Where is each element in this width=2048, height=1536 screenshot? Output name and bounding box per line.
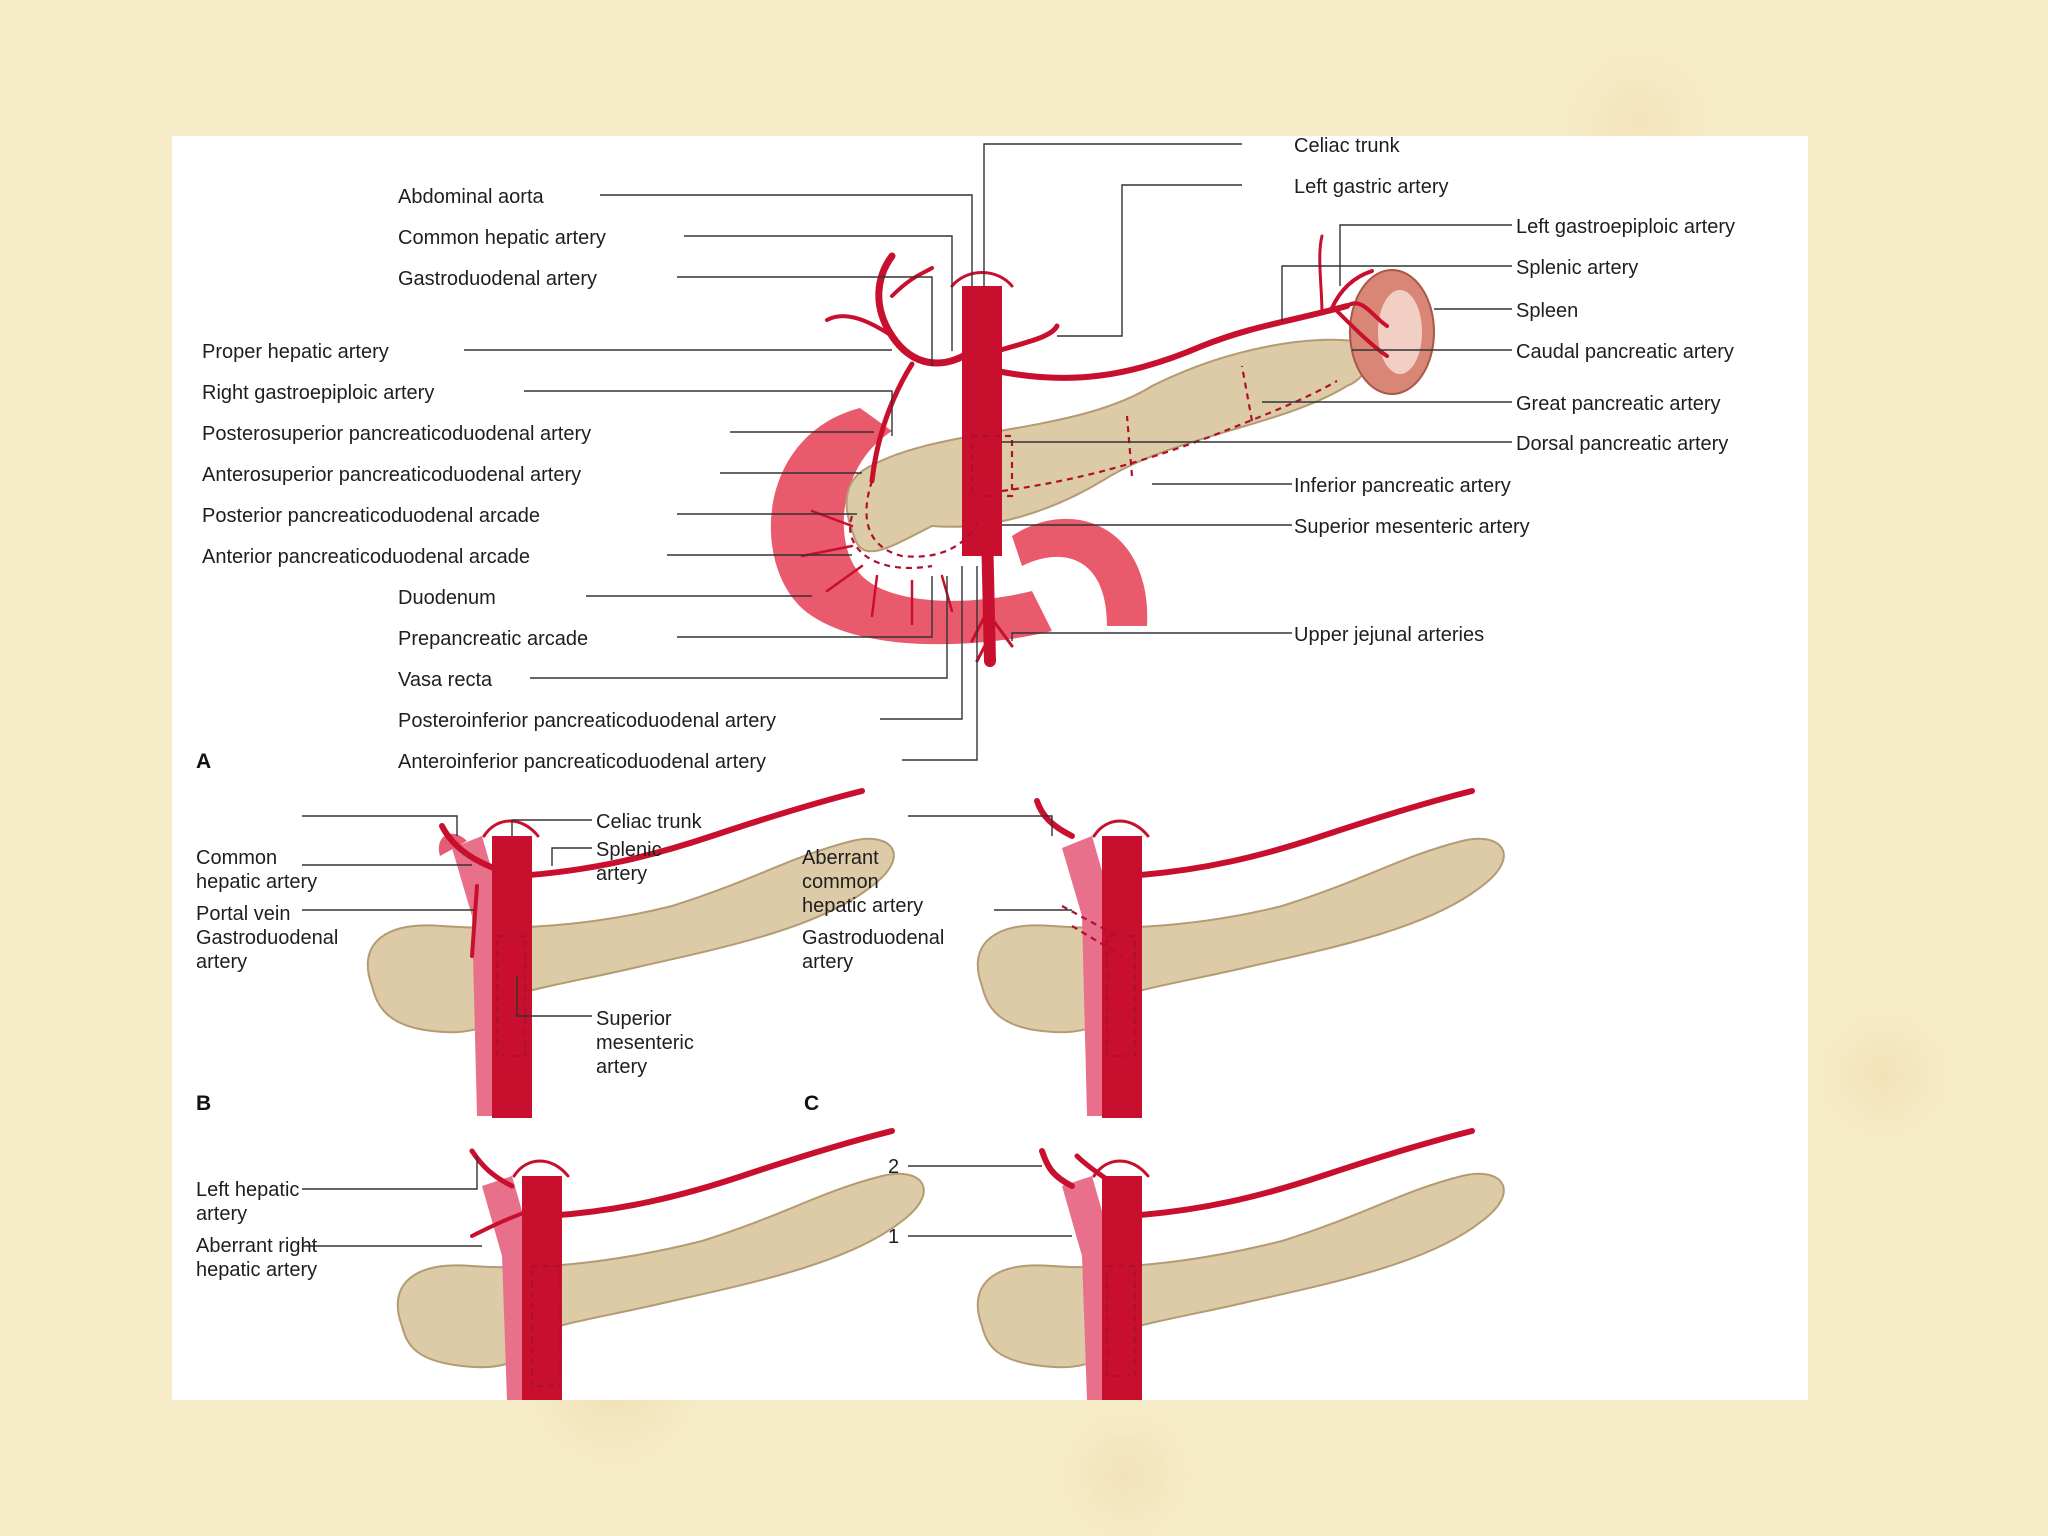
panel-d-leaders [302, 1156, 482, 1247]
label-left-gastric-artery: Left gastric artery [1294, 176, 1449, 198]
label-b-gastroduodenal-2: artery [196, 951, 247, 973]
left-gastric-vessel [994, 323, 1060, 354]
panel-label-b: B [196, 1092, 211, 1115]
panel-d-drawing [396, 1128, 925, 1400]
label-caudal-pancreatic-artery: Caudal pancreatic artery [1516, 341, 1734, 363]
panel-c-labels: Aberrant common hepatic artery Gastroduo… [802, 847, 944, 973]
label-splenic-artery: Splenic artery [1516, 257, 1638, 279]
panel-b-drawing [366, 788, 895, 1118]
label-b-celiac-trunk: Celiac trunk [596, 811, 703, 833]
label-prepancreatic-arcade: Prepancreatic arcade [398, 628, 588, 650]
gastroduodenal-vessel [869, 361, 915, 484]
label-c-aberrant-2: common [802, 871, 879, 893]
anatomy-figure: Abdominal aorta Common hepatic artery Ga… [172, 136, 1808, 1400]
panel-label-c: C [804, 1092, 819, 1115]
label-posterior-pd-arcade: Posterior pancreaticoduodenal arcade [202, 505, 540, 527]
panel-label-a: A [196, 750, 211, 773]
label-anterosuperior-pd-artery: Anterosuperior pancreaticoduodenal arter… [202, 464, 581, 486]
label-proper-hepatic-artery: Proper hepatic artery [202, 341, 389, 363]
label-c-gastroduodenal-1: Gastroduodenal [802, 927, 944, 949]
label-celiac-trunk: Celiac trunk [1294, 136, 1401, 157]
label-c-gastroduodenal-2: artery [802, 951, 853, 973]
label-gastroduodenal-artery: Gastroduodenal artery [398, 268, 597, 290]
label-superior-mesenteric-artery: Superior mesenteric artery [1294, 516, 1530, 538]
label-b-common-2: hepatic artery [196, 871, 317, 893]
label-d-aberrant-right-1: Aberrant right [196, 1235, 318, 1257]
label-posterosuperior-pd-artery: Posterosuperior pancreaticoduodenal arte… [202, 423, 591, 445]
abdominal-aorta-vessel [962, 286, 1002, 556]
label-spleen: Spleen [1516, 300, 1578, 322]
label-upper-jejunal-arteries: Upper jejunal arteries [1294, 624, 1484, 646]
label-c-aberrant-1: Aberrant [802, 847, 879, 869]
label-inferior-pancreatic-artery: Inferior pancreatic artery [1294, 475, 1511, 497]
label-b-sma-3: artery [596, 1056, 647, 1078]
label-e-1: 1 [888, 1226, 899, 1248]
panel-c-drawing [976, 788, 1505, 1118]
panel-d-labels: Left hepatic artery Aberrant right hepat… [196, 1179, 318, 1281]
label-anteroinferior-pd-artery: Anteroinferior pancreaticoduodenal arter… [398, 751, 766, 773]
label-right-gastroepiploic-artery: Right gastroepiploic artery [202, 382, 434, 404]
label-anterior-pd-arcade: Anterior pancreaticoduodenal arcade [202, 546, 530, 568]
panel-e-labels: 2 1 [888, 1156, 899, 1248]
panel-a-labels-left: Abdominal aorta Common hepatic artery Ga… [202, 186, 776, 773]
label-duodenum: Duodenum [398, 587, 496, 609]
label-b-common-1: Common [196, 847, 277, 869]
panel-e-drawing [976, 1128, 1505, 1400]
label-b-splenic-2: artery [596, 863, 647, 885]
label-b-splenic-1: Splenic [596, 839, 662, 861]
panel-b-leaders [302, 815, 592, 1017]
duodenum-shape [770, 408, 1052, 645]
panel-c-leaders [908, 815, 1072, 911]
panel-a-leaders-left [464, 194, 978, 761]
panel-a-drawing [770, 234, 1435, 667]
label-dorsal-pancreatic-artery: Dorsal pancreatic artery [1516, 433, 1728, 455]
label-posteroinferior-pd-artery: Posteroinferior pancreaticoduodenal arte… [398, 710, 776, 732]
label-vasa-recta: Vasa recta [398, 669, 493, 691]
label-abdominal-aorta: Abdominal aorta [398, 186, 545, 208]
label-b-gastroduodenal-1: Gastroduodenal [196, 927, 338, 949]
label-e-2: 2 [888, 1156, 899, 1178]
label-b-portal-vein: Portal vein [196, 903, 291, 925]
panel-e-leaders [908, 1165, 1072, 1237]
label-d-left-hepatic-2: artery [196, 1203, 247, 1225]
label-c-aberrant-3: hepatic artery [802, 895, 923, 917]
label-d-left-hepatic-1: Left hepatic [196, 1179, 299, 1201]
panel-a-leaders-right [983, 143, 1512, 641]
label-d-aberrant-right-2: hepatic artery [196, 1259, 317, 1281]
panel-a-labels-right: Celiac trunk Left gastric artery Left ga… [1294, 136, 1735, 646]
pancreas-arteries-diagram: Abdominal aorta Common hepatic artery Ga… [196, 136, 1735, 1400]
label-left-gastroepiploic-artery: Left gastroepiploic artery [1516, 216, 1735, 238]
label-common-hepatic-artery: Common hepatic artery [398, 227, 606, 249]
label-b-sma-2: mesenteric [596, 1032, 694, 1054]
label-great-pancreatic-artery: Great pancreatic artery [1516, 393, 1721, 415]
panel-b-labels: Common hepatic artery Portal vein Gastro… [196, 811, 703, 1078]
label-b-sma-1: Superior [596, 1008, 672, 1030]
splenic-vessel [994, 303, 1350, 381]
jejunum-shape [1012, 518, 1148, 626]
